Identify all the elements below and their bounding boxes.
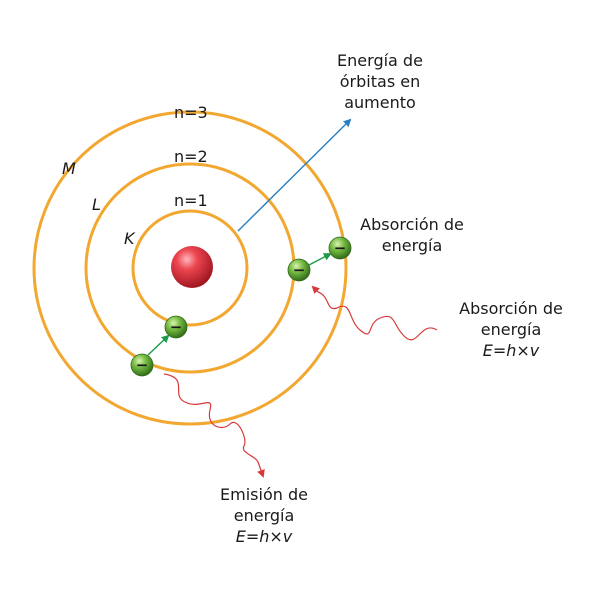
svg-text:Energía de: Energía de — [337, 51, 423, 70]
electron-n2-right: − — [287, 258, 311, 282]
orbit-n1 — [131, 209, 249, 327]
shell-label-l: L — [92, 195, 101, 214]
svg-text:energía: energía — [234, 506, 295, 525]
emission-label: Emisión de energía E=h×v — [220, 485, 308, 546]
shell-label-m: M — [62, 159, 76, 178]
absorption-wave — [311, 285, 438, 341]
emission-wave — [163, 373, 265, 478]
svg-text:energía: energía — [481, 320, 542, 339]
orbit-label-n3: n=3 — [174, 103, 208, 122]
electron-n3-right: − — [328, 236, 352, 260]
svg-text:aumento: aumento — [344, 93, 416, 112]
orbit-label-n2: n=2 — [174, 147, 208, 166]
orbit-label-n1: n=1 — [174, 191, 208, 210]
absorption-label-far: Absorción de energía E=h×v — [459, 299, 563, 360]
nucleus — [171, 246, 213, 288]
svg-text:−: − — [170, 318, 183, 336]
svg-text:−: − — [334, 239, 347, 257]
svg-text:−: − — [293, 261, 306, 279]
svg-text:Absorción de: Absorción de — [360, 215, 464, 234]
energy-increase-arrow — [237, 118, 352, 232]
svg-text:−: − — [136, 356, 149, 374]
svg-text:energía: energía — [382, 236, 443, 255]
svg-text:Emisión de: Emisión de — [220, 485, 308, 504]
electron-n3-left: − — [130, 353, 154, 377]
orbit-n3 — [32, 110, 348, 426]
svg-text:Absorción de: Absorción de — [459, 299, 563, 318]
transition-arrow-right — [308, 253, 332, 266]
svg-text:órbitas en: órbitas en — [340, 72, 420, 91]
electron-n1: − — [164, 315, 188, 339]
transition-arrow-left — [147, 334, 170, 356]
svg-text:E=h×v: E=h×v — [483, 341, 540, 360]
increasing-energy-label: Energía de órbitas en aumento — [337, 51, 423, 112]
shell-label-k: K — [124, 229, 136, 248]
absorption-label-near: Absorción de energía — [360, 215, 464, 255]
svg-text:E=h×v: E=h×v — [236, 527, 293, 546]
